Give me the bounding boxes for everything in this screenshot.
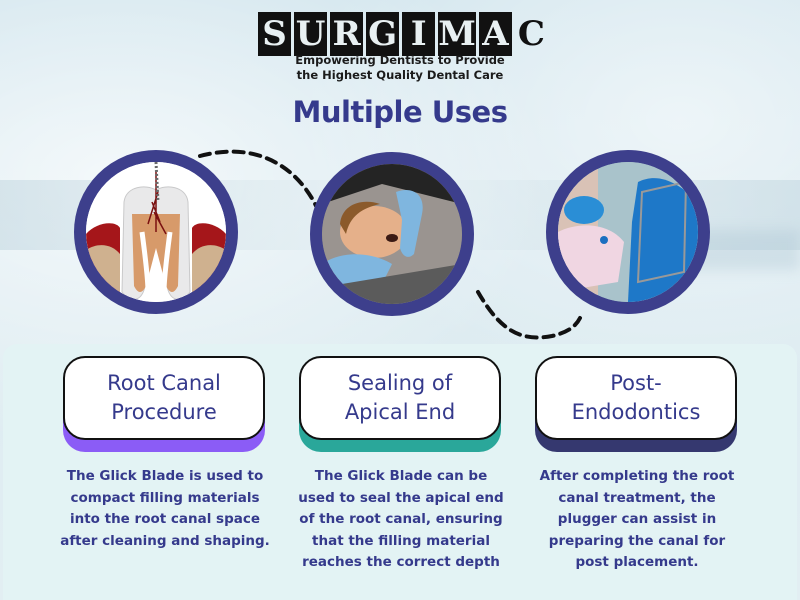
child-dental-exam-photo	[310, 152, 474, 316]
tooth-root-canal-illustration	[74, 150, 238, 314]
use-card-post-endodontics: Post- Endodontics	[535, 356, 737, 452]
use-card-sealing-apical-end: Sealing of Apical End	[299, 356, 501, 452]
heading-line-2: Procedure	[111, 400, 217, 424]
tagline-line-2: the Highest Quality Dental Care	[296, 68, 504, 82]
logo-letter: S	[258, 12, 292, 56]
use-heading: Sealing of Apical End	[299, 356, 501, 440]
heading-line-2: Apical End	[344, 400, 456, 424]
tagline-line-1: Empowering Dentists to Provide	[295, 53, 505, 67]
logo-letter: A	[478, 12, 512, 56]
heading-line-1: Root Canal	[107, 371, 221, 395]
logo-letter: M	[438, 12, 476, 56]
use-card-root-canal: Root Canal Procedure	[63, 356, 265, 452]
page-title: Multiple Uses	[292, 95, 508, 129]
tagline: Empowering Dentists to Provide the Highe…	[250, 53, 550, 83]
use-description: The Glick Blade can be used to seal the …	[298, 468, 504, 570]
logo-letter: I	[402, 12, 436, 56]
use-description: The Glick Blade is used to compact filli…	[60, 468, 270, 549]
surgimac-logo: S U R G I M A C	[258, 12, 548, 56]
logo-letter: U	[294, 12, 328, 56]
logo-letter: C	[517, 14, 545, 54]
dental-dam-procedure-photo	[546, 150, 710, 314]
heading-line-1: Post-	[610, 371, 662, 395]
use-description: After completing the root canal treatmen…	[539, 468, 735, 570]
logo-letter: G	[366, 12, 400, 56]
logo-letter: R	[330, 12, 364, 56]
use-heading: Post- Endodontics	[535, 356, 737, 440]
heading-line-2: Endodontics	[571, 400, 701, 424]
heading-line-1: Sealing of	[347, 371, 453, 395]
use-heading: Root Canal Procedure	[63, 356, 265, 440]
